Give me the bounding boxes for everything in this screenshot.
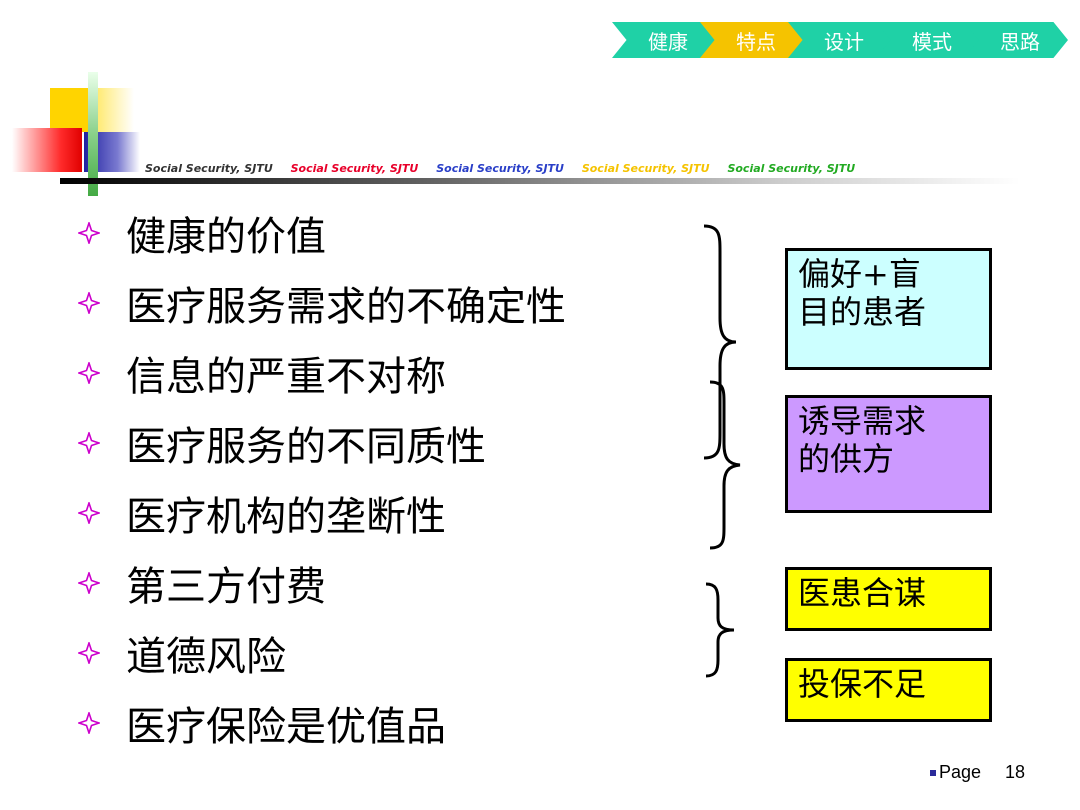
strip-item: Social Security, SJTU: [727, 162, 856, 175]
four-point-star-icon: [78, 572, 100, 594]
nav-tab-model[interactable]: 模式: [876, 22, 980, 58]
nav-tab-health[interactable]: 健康: [612, 22, 716, 58]
four-point-star-icon: [78, 642, 100, 664]
supplier-box-line2: 的供方: [798, 440, 895, 478]
list-item-text: 医疗机构的垄断性: [126, 494, 446, 540]
square-bullet-icon: [930, 769, 936, 776]
logo-yellow-square: [50, 88, 94, 132]
four-point-star-icon: [78, 362, 100, 384]
list-item: 医疗机构的垄断性: [78, 478, 566, 548]
four-point-star-icon: [78, 292, 100, 314]
four-point-star-icon: [78, 502, 100, 524]
list-item: 医疗保险是优值品: [78, 688, 566, 758]
list-item-text: 医疗服务需求的不确定性: [126, 284, 566, 330]
list-item: 医疗服务需求的不确定性: [78, 268, 566, 338]
list-item-text: 道德风险: [126, 634, 286, 680]
page-footer: Page 18: [930, 762, 1025, 783]
four-point-star-icon: [78, 712, 100, 734]
list-item: 第三方付费: [78, 548, 566, 618]
bullet-list: 健康的价值 医疗服务需求的不确定性 信息的严重不对称 医疗服务的不同质性 医疗机…: [78, 198, 566, 758]
list-item: 道德风险: [78, 618, 566, 688]
list-item-text: 医疗保险是优值品: [126, 704, 446, 750]
list-item-text: 信息的严重不对称: [126, 354, 446, 400]
strip-item: Social Security, SJTU: [290, 162, 419, 175]
brace-third-party: [705, 582, 735, 678]
page-label: Page: [939, 762, 982, 782]
nav-tab-design[interactable]: 设计: [788, 22, 892, 58]
brace-supplier: [709, 380, 741, 550]
list-item: 医疗服务的不同质性: [78, 408, 566, 478]
patient-box-line2: 目的患者: [798, 293, 927, 331]
underinsured-box-text: 投保不足: [798, 665, 927, 703]
list-item-text: 医疗服务的不同质性: [126, 424, 486, 470]
collusion-box-text: 医患合谋: [798, 574, 927, 612]
patient-box-line1: 偏好+盲: [798, 255, 921, 293]
logo-red-square: [12, 128, 82, 172]
strip-item: Social Security, SJTU: [145, 162, 273, 175]
four-point-star-icon: [78, 432, 100, 454]
logo-yellow-square-fade: [94, 88, 134, 132]
list-item: 信息的严重不对称: [78, 338, 566, 408]
strip-item: Social Security, SJTU: [436, 162, 564, 175]
patient-preference-box: 偏好+盲 目的患者: [785, 248, 992, 370]
header-divider: [60, 178, 1020, 184]
social-security-strip: Social Security, SJTU Social Security, S…: [145, 162, 869, 175]
list-item: 健康的价值: [78, 198, 566, 268]
list-item-text: 健康的价值: [126, 214, 326, 260]
four-point-star-icon: [78, 222, 100, 244]
nav-tab-approach[interactable]: 思路: [964, 22, 1068, 58]
collusion-box: 医患合谋: [785, 567, 992, 631]
induced-demand-box: 诱导需求 的供方: [785, 395, 992, 513]
logo-green-bar: [88, 72, 98, 196]
underinsured-box: 投保不足: [785, 658, 992, 722]
brace-patient: [703, 224, 737, 460]
nav-tab-features[interactable]: 特点: [700, 22, 804, 58]
supplier-box-line1: 诱导需求: [798, 402, 927, 440]
strip-item: Social Security, SJTU: [581, 162, 710, 175]
page-number: 18: [1005, 762, 1026, 782]
list-item-text: 第三方付费: [126, 564, 326, 610]
